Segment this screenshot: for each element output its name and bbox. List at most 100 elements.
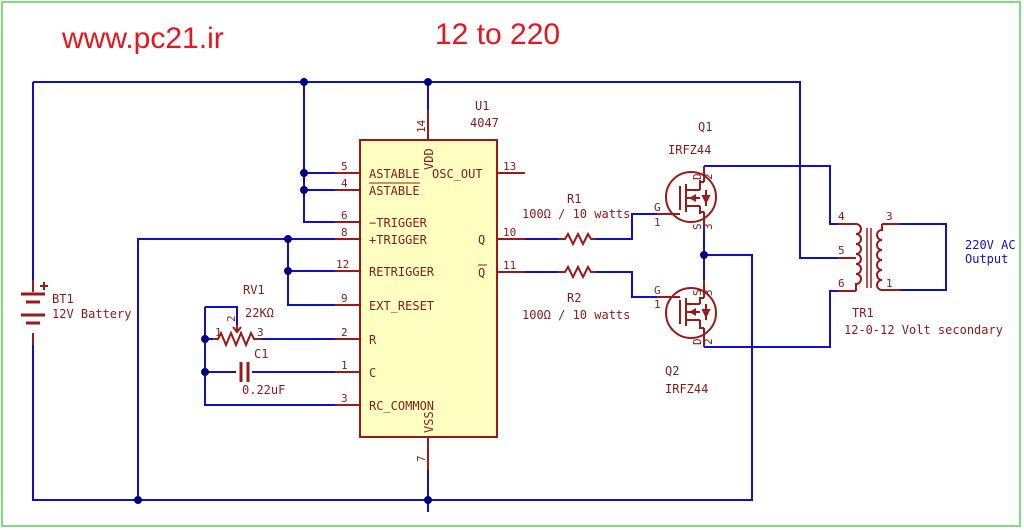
pin13-num: 13 [503,160,516,173]
tr1-pin4: 4 [838,210,845,223]
q2-s-label: S [691,289,704,296]
pin8-num: 8 [341,226,348,239]
tr1-core [866,228,872,288]
pin-name-vss: VSS [422,411,436,433]
junction-dot [201,335,209,343]
pin14-num: 14 [415,119,428,133]
wire-battery-negative [32,345,428,501]
junction-dot [134,496,142,504]
q1-value: IRFZ44 [668,143,711,157]
junction-dot [424,78,432,86]
rv1-pin2: 2 [225,315,238,322]
r1-zigzag [558,231,596,247]
capacitor-c1[interactable]: C1 0.22uF [239,347,285,397]
q1-d-label: D [691,173,704,180]
rv1-value: 22KΩ [245,306,274,320]
q2-d-label: D [691,338,704,345]
pin-name-q: Q [478,233,485,247]
junction-dot [700,251,708,259]
tr1-pin6: 6 [838,277,845,290]
potentiometer-rv1[interactable]: RV1 22KΩ 1 2 3 [213,283,274,348]
q1-diode-icon [701,190,711,206]
pin-name-ntrigger: −TRIGGER [369,216,428,230]
ic-other-pins [427,110,525,470]
ic-u1[interactable]: U1 4047 5 4 6 8 12 9 2 1 3 13 10 11 14 7… [335,99,525,470]
rv1-pin1: 1 [215,326,222,339]
junction-dot [284,267,292,275]
resistor-r2[interactable]: R2 100Ω / 10 watts [522,264,630,322]
output-label-line1: 220V AC [965,238,1016,252]
wire-top-rail [33,81,838,259]
wire-astable-tie [303,82,335,223]
website-text[interactable]: www.pc21.ir [61,22,224,55]
mosfet-q2[interactable]: Q2 IRFZ44 G 1 D 2 S 3 [654,280,717,396]
wire-ext-reset [287,239,335,306]
pin-name-retrigger: RETRIGGER [369,265,435,279]
wire-r1-to-q1 [596,213,657,240]
q1-body [665,171,717,223]
c1-ref: C1 [254,347,268,361]
pin-name-rc-common: RC_COMMON [369,399,434,413]
rv1-ref: RV1 [243,283,265,297]
tr1-pins [838,223,900,292]
tr1-ref: TR1 [852,306,874,320]
junction-dot [300,169,308,177]
pin5-num: 5 [341,160,348,173]
junction-dot [300,78,308,86]
wire-ptrigger-ground [137,238,335,500]
ic-left-pins [335,172,360,406]
q1-d-pin: 2 [702,173,715,180]
pin3-num: 3 [341,392,348,405]
q1-ref: Q1 [698,120,712,134]
q2-g-pin: 1 [654,298,661,311]
q1-s-label: S [691,223,704,230]
pin12-num: 12 [336,258,349,271]
wire-output [900,223,947,291]
r2-value: 100Ω / 10 watts [522,308,630,322]
q1-g-label: G [654,201,661,214]
pin-name-ext-reset: EXT_RESET [369,299,434,313]
pin6-num: 6 [341,209,348,222]
q2-ref: Q2 [665,364,679,378]
battery-bt1[interactable]: BT1 12V Battery [21,280,131,345]
q2-leads [699,297,704,329]
tr1-primary-coil [855,223,862,291]
bt1-ref: BT1 [52,292,74,306]
wire-source-ground [428,254,753,501]
pin-name-astable: ASTABLE [369,167,420,181]
q1-s-pin: 3 [702,223,715,230]
wire-q2-drain [704,290,838,348]
r1-ref: R1 [567,192,581,206]
tr1-secondary-coil [876,224,883,291]
wire-q1-drain [704,165,838,225]
r2-zigzag [558,264,596,280]
pin1-num: 1 [341,359,348,372]
tr1-pin1: 1 [886,277,893,290]
q1-g-pin: 1 [654,216,661,229]
wire-r2-to-q2 [596,271,657,298]
rv1-wiper-arrow [232,325,242,334]
junction-dot [424,496,432,504]
transformer-tr1[interactable]: 4 5 6 3 1 TR1 12-0-12 Volt secondary [838,210,1003,337]
junctions [134,78,708,504]
q2-diode-icon [701,304,711,320]
q2-body [665,287,717,339]
r2-ref: R2 [567,291,581,305]
resistor-r1[interactable]: R1 100Ω / 10 watts [522,192,630,247]
wire-rv1-wiper [205,306,238,325]
q2-d-pin: 2 [702,338,715,345]
q1-arrow-icon [689,194,696,202]
pin10-num: 10 [503,226,516,239]
mosfet-q1[interactable]: Q1 IRFZ44 G 1 D 2 S 3 [654,120,717,230]
tr1-value: 12-0-12 Volt secondary [844,323,1003,337]
pin-name-r: R [369,333,377,347]
pin-name-ptrigger: +TRIGGER [369,233,428,247]
r1-value: 100Ω / 10 watts [522,207,630,221]
junction-dot [284,235,292,243]
pin-name-astable-n: ASTABLE [369,184,420,198]
pin-name-vdd: VDD [422,148,436,170]
q2-g-label: G [654,284,661,297]
